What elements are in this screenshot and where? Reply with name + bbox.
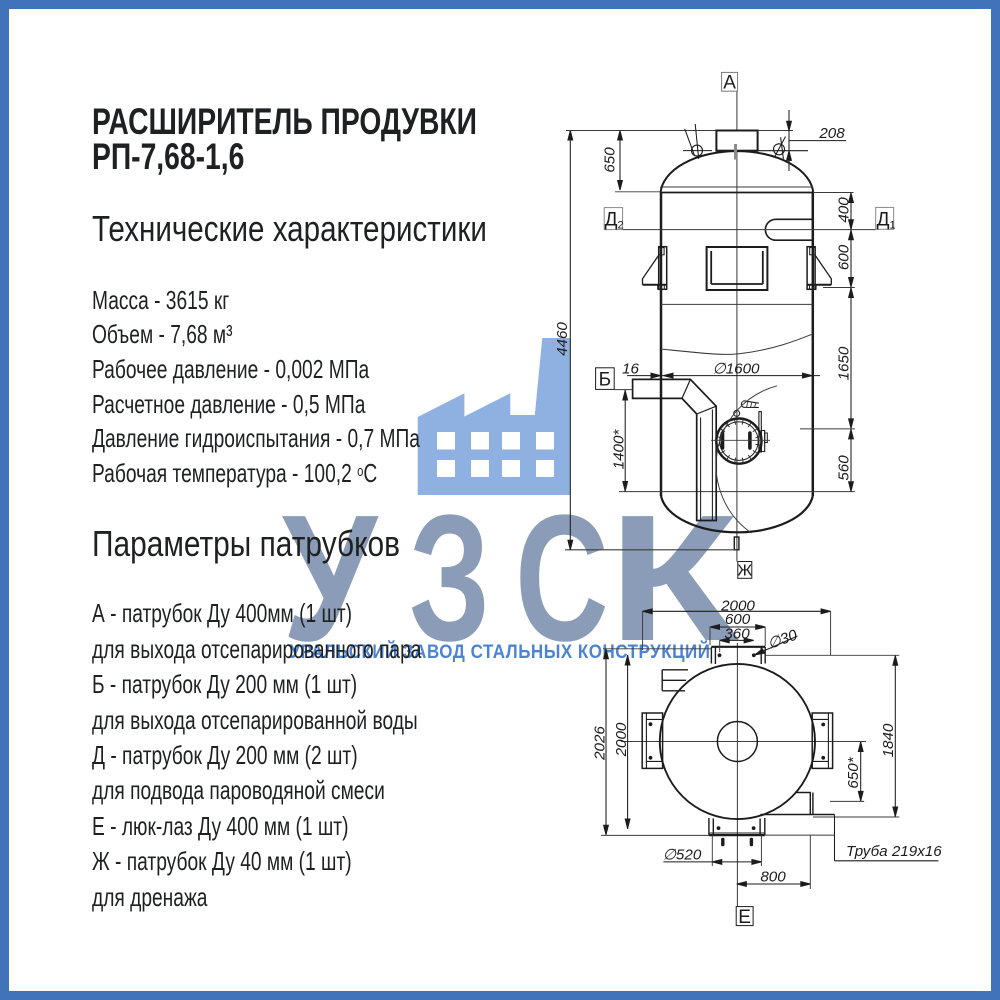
svg-text:560: 560 — [836, 455, 853, 481]
svg-text:1650: 1650 — [836, 346, 853, 380]
svg-text:208: 208 — [818, 125, 845, 142]
svg-text:650: 650 — [602, 147, 619, 173]
svg-text:16: 16 — [622, 361, 639, 378]
svg-text:1: 1 — [889, 219, 895, 231]
svg-text:360: 360 — [724, 626, 750, 643]
svg-text:800: 800 — [760, 869, 786, 886]
svg-text:1840: 1840 — [880, 723, 897, 757]
svg-text:∅520: ∅520 — [663, 847, 702, 864]
svg-text:Ж: Ж — [737, 563, 752, 580]
svg-text:2: 2 — [617, 220, 623, 232]
svg-text:Д: Д — [605, 210, 618, 231]
svg-text:2000: 2000 — [720, 598, 755, 615]
svg-text:Е: Е — [738, 907, 751, 928]
svg-text:А: А — [723, 73, 736, 94]
svg-text:400: 400 — [836, 197, 853, 223]
svg-text:∅30: ∅30 — [765, 626, 800, 652]
svg-text:600: 600 — [836, 244, 853, 270]
svg-text:Д: Д — [877, 209, 890, 230]
svg-text:2000: 2000 — [613, 722, 630, 757]
svg-text:650*: 650* — [845, 756, 862, 788]
svg-text:Труба 219х16: Труба 219х16 — [846, 843, 942, 860]
svg-text:1400*: 1400* — [611, 429, 628, 470]
svg-text:∅1600: ∅1600 — [712, 361, 760, 378]
svg-text:2026: 2026 — [592, 726, 609, 761]
svg-text:4460: 4460 — [554, 322, 571, 356]
svg-text:600: 600 — [725, 611, 751, 628]
svg-text:Б: Б — [599, 370, 611, 391]
